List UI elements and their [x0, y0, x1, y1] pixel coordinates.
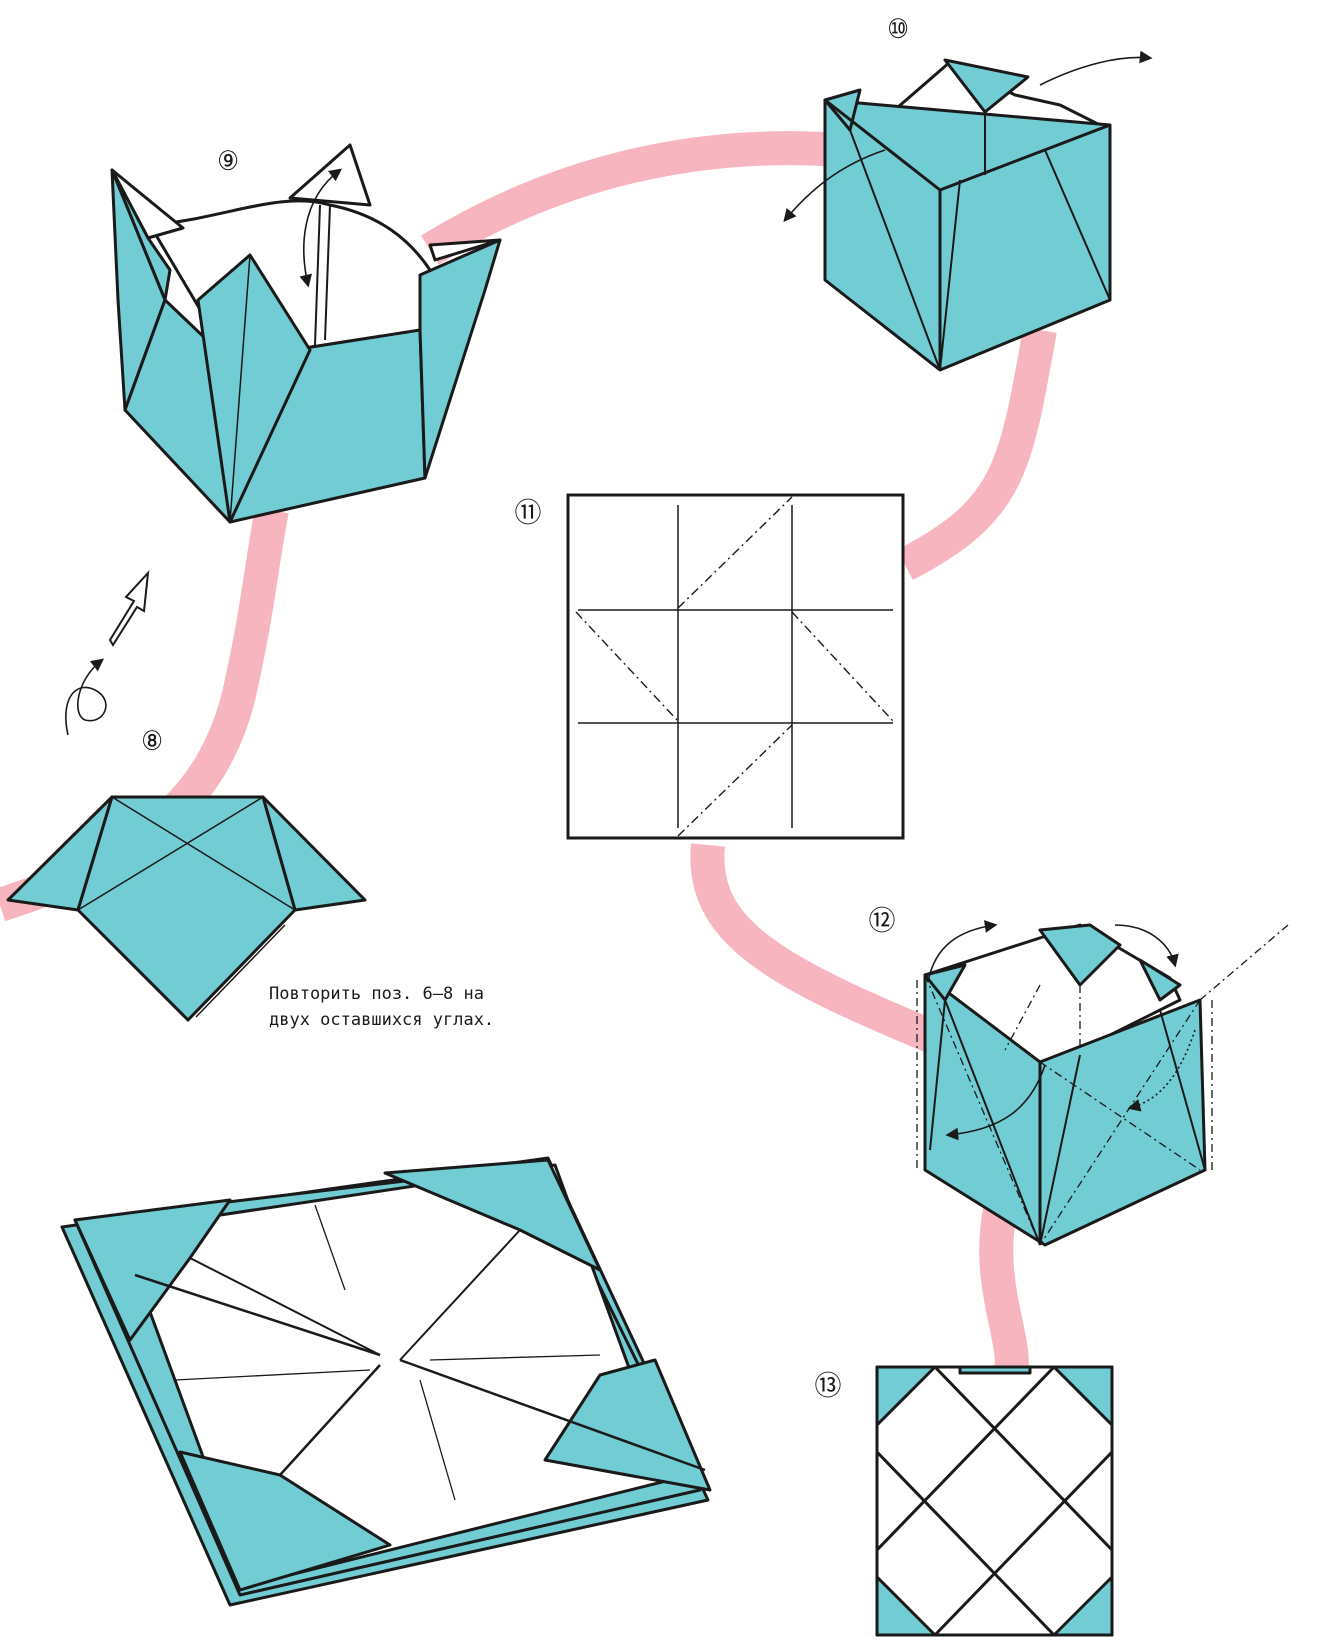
step-labels: ⑧ ⑨ ⑩ ⑪ ⑫ ⑬: [141, 14, 909, 1402]
step-12-figure: [916, 920, 1289, 1247]
step-13-figure: [875, 1365, 1114, 1637]
step-11-crease-pattern: [566, 493, 905, 840]
step-10-label: ⑩: [887, 14, 909, 45]
instruction-note: Повторить поз. 6–8 на двух оставшихся уг…: [269, 981, 494, 1033]
step-11-label: ⑪: [515, 498, 542, 529]
instruction-note-line-1: Повторить поз. 6–8 на: [269, 984, 484, 1004]
step-12-label: ⑫: [869, 906, 896, 937]
turn-over-arrow-icon: [108, 570, 150, 647]
step-13-label: ⑬: [815, 1371, 842, 1402]
rotate-arrow-icon: [65, 658, 107, 736]
step-9-label: ⑨: [217, 146, 239, 177]
step-8-figure: [6, 795, 367, 1022]
step-9-figure: [110, 143, 502, 524]
pink-connector-path: [0, 131, 1057, 1385]
step-8-label: ⑧: [141, 726, 163, 757]
step-10-figure: [783, 50, 1153, 372]
open-box-figure: [60, 1156, 712, 1607]
instruction-note-line-2: двух оставшихся углах.: [269, 1010, 495, 1030]
